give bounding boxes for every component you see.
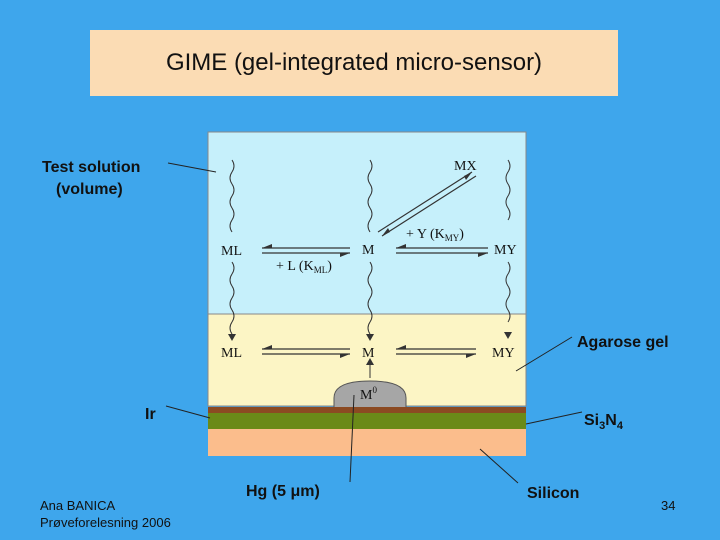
label-hg: Hg (5 μm) bbox=[246, 483, 320, 500]
diffusion-wave-left-top bbox=[229, 159, 235, 233]
test-solution-region bbox=[207, 131, 527, 315]
eq-head-3 bbox=[396, 244, 406, 248]
arrowhead-left bbox=[228, 334, 236, 341]
eq-head-4 bbox=[478, 253, 488, 257]
eq-arrow-m-mx-2 bbox=[381, 175, 477, 237]
diffusion-wave-left-mid bbox=[229, 261, 235, 335]
page-number: 34 bbox=[661, 498, 676, 513]
species-my-bottom: MY bbox=[492, 346, 515, 361]
species-my-top: MY bbox=[494, 243, 517, 258]
diffusion-wave-center-top bbox=[367, 159, 373, 233]
label-test-solution: Test solution bbox=[42, 159, 141, 176]
eq-arrow-m-mx-1 bbox=[377, 171, 473, 233]
title-box: GIME (gel-integrated micro-sensor) bbox=[90, 30, 618, 96]
label-si3n4: Si3N4 bbox=[584, 412, 623, 432]
ir-layer bbox=[208, 407, 526, 413]
pointer-silicon bbox=[479, 448, 519, 484]
species-ml-bottom: ML bbox=[221, 346, 242, 361]
species-m-bottom: M bbox=[362, 346, 375, 361]
species-mx: MX bbox=[454, 159, 477, 174]
diffusion-wave-center-mid bbox=[367, 261, 373, 335]
diffusion-wave-right-mid bbox=[505, 261, 511, 323]
eq-head-6 bbox=[382, 228, 390, 236]
footer-author: Ana BANICA bbox=[40, 498, 116, 513]
arrowhead-right bbox=[504, 332, 512, 339]
si3n4-sub-4: 4 bbox=[616, 420, 623, 433]
species-ml-top: ML bbox=[221, 244, 242, 259]
pointer-ir bbox=[165, 405, 211, 419]
si3n4-sub-3: 3 bbox=[599, 420, 606, 433]
pointer-test-solution bbox=[167, 162, 217, 173]
eq-head-7 bbox=[262, 345, 272, 349]
label-ir: Ir bbox=[145, 406, 156, 423]
label-agarose-gel: Agarose gel bbox=[577, 334, 669, 351]
pointer-hg bbox=[349, 394, 355, 483]
eq-head-2 bbox=[340, 253, 350, 257]
diffusion-wave-right-top bbox=[505, 159, 511, 221]
eq-head-10 bbox=[466, 354, 476, 358]
label-silicon: Silicon bbox=[527, 485, 580, 502]
reagent-plus-l: + L (KML) bbox=[276, 259, 332, 275]
m-to-m0-arrowhead bbox=[366, 358, 374, 365]
si3n4-n: N bbox=[605, 412, 617, 429]
page-title: GIME (gel-integrated micro-sensor) bbox=[165, 49, 543, 76]
hg-drop bbox=[333, 380, 407, 413]
eq-head-5 bbox=[464, 172, 472, 180]
eq-head-9 bbox=[396, 345, 406, 349]
reagent-plus-y: + Y (KMY) bbox=[406, 227, 464, 243]
label-test-solution-volume: (volume) bbox=[56, 181, 123, 198]
eq-head-1 bbox=[262, 244, 272, 248]
arrowhead-center bbox=[366, 334, 374, 341]
si3n4-layer bbox=[208, 413, 526, 429]
species-m0: M0 bbox=[360, 385, 377, 403]
pointer-si3n4 bbox=[525, 411, 583, 425]
species-m-top: M bbox=[362, 243, 375, 258]
silicon-substrate bbox=[208, 429, 526, 456]
pointer-agarose-gel bbox=[515, 336, 573, 372]
eq-head-8 bbox=[340, 354, 350, 358]
footer-event: Prøveforelesning 2006 bbox=[40, 515, 171, 530]
si3n4-si: Si bbox=[584, 412, 600, 429]
